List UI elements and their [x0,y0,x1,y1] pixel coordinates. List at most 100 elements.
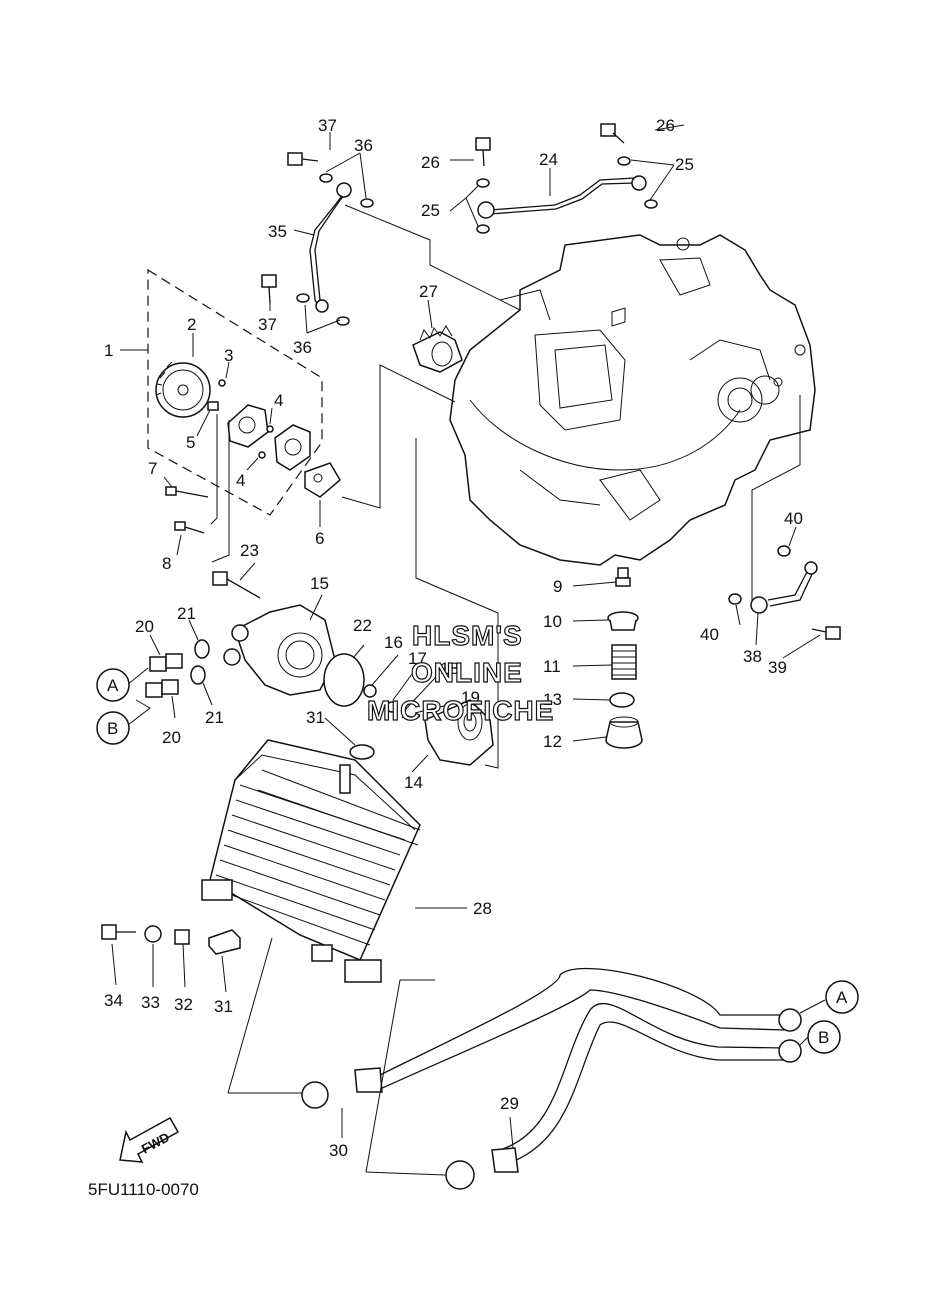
union-bolt [475,137,491,167]
label-part-23: 23 [240,541,259,560]
label-part-12: 12 [543,732,562,751]
svg-text:A: A [107,676,119,695]
label-part-15: 15 [310,574,329,593]
label-part-36: 36 [293,338,312,357]
crankcase [449,234,816,566]
oil-filter [424,699,494,766]
filter-housing [223,604,336,696]
washer [728,593,742,605]
o-ring-small [386,701,398,713]
label-part-20: 20 [162,728,181,747]
oil-pipe [309,191,346,309]
washer [190,665,206,685]
washer [777,545,791,557]
label-part-8: 8 [162,554,171,573]
clip [401,715,421,719]
leader-lines [111,124,826,1176]
washer [194,639,210,659]
svg-text:B: B [107,719,118,738]
label-part-37: 37 [318,116,337,135]
label-part-11: 11 [543,657,561,676]
label-part-37: 37 [258,315,277,334]
label-part-4: 4 [236,471,245,490]
label-part-38: 38 [743,647,762,666]
svg-text:A: A [836,988,848,1007]
label-part-16: 16 [384,633,403,652]
label-part-18: 18 [440,659,459,678]
bolt [101,924,136,940]
svg-text:HLSM'S: HLSM'S [412,620,523,651]
spring [611,644,637,680]
label-part-21: 21 [177,604,196,623]
svg-text:MICROFICHE: MICROFICHE [367,695,554,726]
label-part-31: 31 [306,708,325,727]
pump-gear [155,361,211,418]
label-part-14: 14 [404,773,423,792]
pump-gasket [304,462,341,498]
oil-hose-upper [379,967,785,1076]
oil-pump-group-outline [147,268,323,516]
oil-hose-lower [499,1003,786,1151]
o-ring [323,653,365,707]
plug [605,716,643,749]
screw [207,401,219,411]
spring [363,684,377,698]
label-part-28: 28 [473,899,492,918]
label-part-29: 29 [500,1094,519,1113]
label-part-19: 19 [461,688,480,707]
label-part-21: 21 [205,708,224,727]
label-part-2: 2 [187,315,196,334]
bolt [212,571,261,599]
oil-cooler [201,739,421,983]
label-part-1: 1 [104,341,113,360]
union-bolt [287,152,319,166]
union-bolt [261,274,277,304]
label-part-35: 35 [268,222,287,241]
union-bolt [600,123,625,144]
bolt [174,521,205,534]
label-part-3: 3 [224,346,233,365]
collar [174,929,190,945]
label-part-13: 13 [543,690,562,709]
pump-body [227,404,311,471]
label-part-34: 34 [104,991,123,1010]
connector-a-right: A [825,980,859,1014]
label-part-17: 17 [408,649,427,668]
label-part-22: 22 [353,616,372,635]
union-bolt [811,626,841,640]
part-labels: 1 2 3 4 4 5 6 7 8 9 10 11 12 13 14 15 16… [104,116,803,1160]
label-part-24: 24 [539,150,558,169]
label-part-40: 40 [700,625,719,644]
drive-gear [412,325,463,373]
label-part-26: 26 [421,153,440,172]
svg-text:ONLINE: ONLINE [411,657,523,688]
connector-b-left: B [96,711,130,745]
bolt [615,567,631,587]
label-part-40: 40 [784,509,803,528]
label-part-32: 32 [174,995,193,1014]
connector-a-left: A [96,668,130,702]
oil-pipe-upper [489,177,636,211]
label-part-31: 31 [214,997,233,1016]
label-part-39: 39 [768,658,787,677]
watermark: HLSM'S ONLINE MICROFICHE [366,619,554,726]
strainer-cap [607,611,639,631]
label-part-6: 6 [315,529,324,548]
label-part-9: 9 [553,577,562,596]
breather-pipe [767,569,809,601]
label-part-20: 20 [135,617,154,636]
diagram-code: 5FU1110-0070 [88,1180,199,1199]
pin [218,379,226,387]
grommet [208,929,241,955]
label-part-33: 33 [141,993,160,1012]
o-ring [609,692,635,708]
label-part-4: 4 [274,391,283,410]
connector-b-right: B [807,1020,841,1054]
label-part-26: 26 [656,116,675,135]
washer [144,925,162,943]
label-part-25: 25 [421,201,440,220]
label-part-10: 10 [543,612,562,631]
bolt [165,486,209,498]
label-part-36: 36 [354,136,373,155]
